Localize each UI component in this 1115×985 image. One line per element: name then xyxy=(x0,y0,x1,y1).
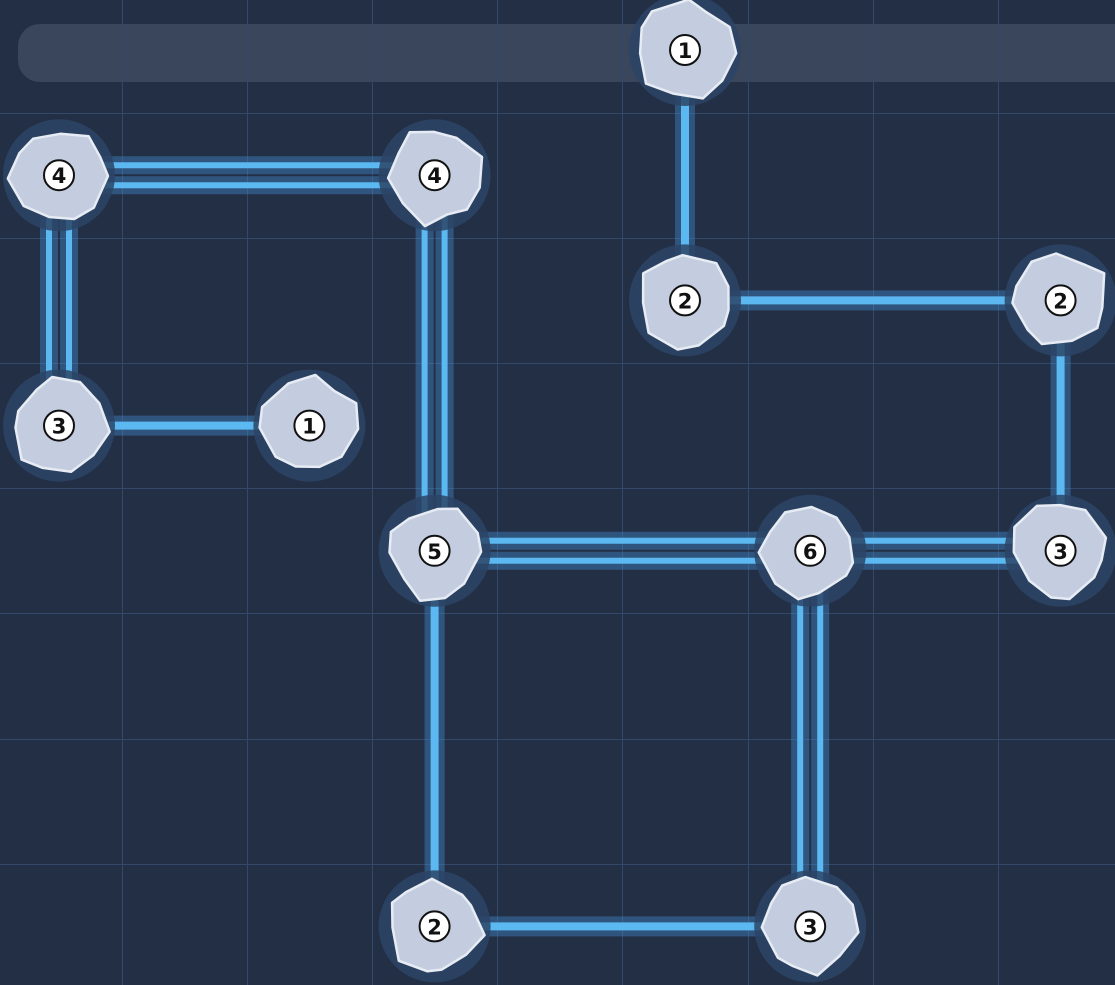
island-2[interactable]: 2 xyxy=(379,870,491,982)
island-number: 4 xyxy=(52,164,67,188)
double-bridge[interactable] xyxy=(800,551,820,927)
islands-layer: 1 4 4 2 2 3 1 5 6 3 2 3 xyxy=(3,0,1115,982)
island-2[interactable]: 2 xyxy=(1005,244,1115,356)
island-1[interactable]: 1 xyxy=(253,370,365,482)
island-1[interactable]: 1 xyxy=(629,0,741,106)
island-6[interactable]: 6 xyxy=(754,495,866,607)
double-bridge[interactable] xyxy=(59,165,435,185)
island-3[interactable]: 3 xyxy=(1005,495,1115,607)
island-3[interactable]: 3 xyxy=(754,870,866,982)
island-number: 2 xyxy=(678,289,693,313)
island-number: 4 xyxy=(427,164,442,188)
island-4[interactable]: 4 xyxy=(379,119,491,231)
island-5[interactable]: 5 xyxy=(379,495,491,607)
island-3[interactable]: 3 xyxy=(3,370,115,482)
island-number: 1 xyxy=(302,415,317,439)
island-4[interactable]: 4 xyxy=(3,119,115,231)
island-number: 2 xyxy=(1053,289,1068,313)
island-number: 2 xyxy=(427,915,442,939)
island-number: 5 xyxy=(427,540,442,564)
island-number: 1 xyxy=(678,39,693,63)
island-number: 3 xyxy=(52,415,67,439)
island-number: 3 xyxy=(1053,540,1068,564)
island-2[interactable]: 2 xyxy=(629,244,741,356)
island-number: 6 xyxy=(803,540,818,564)
island-number: 3 xyxy=(803,915,818,939)
